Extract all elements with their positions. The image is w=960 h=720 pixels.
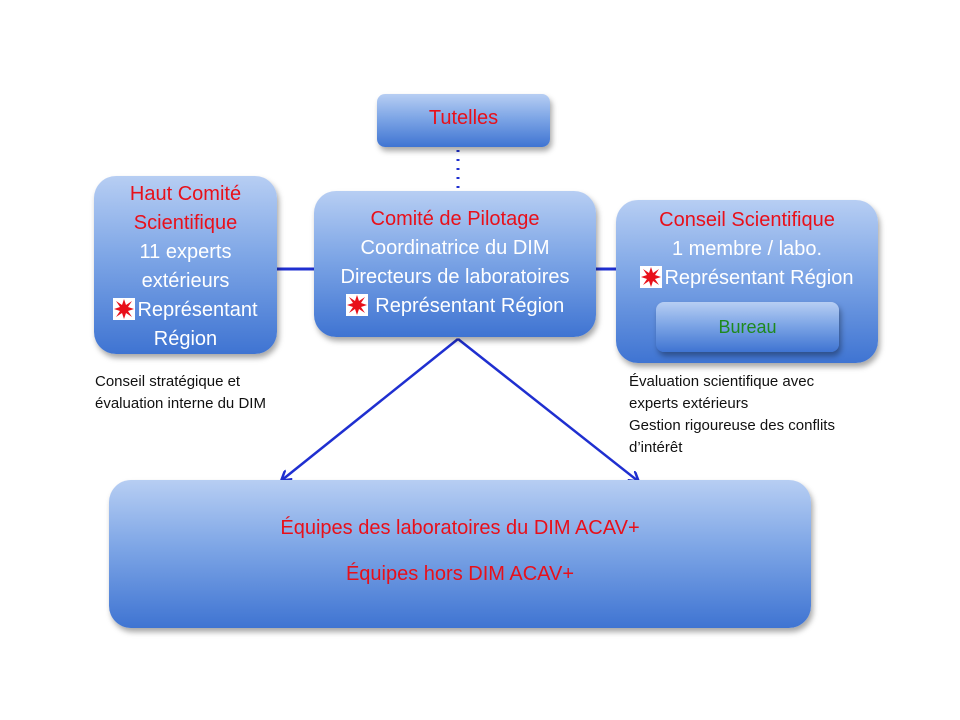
hcs-line5: Représentant (94, 296, 277, 325)
copil-title: Comité de Pilotage (370, 208, 540, 230)
copil-line4: Représentant Région (314, 292, 596, 321)
red-star-icon (345, 294, 368, 316)
bureau-box: Bureau (656, 302, 839, 352)
note-right-line2: experts extérieurs (629, 395, 749, 412)
note-left: Conseil stratégique et évaluation intern… (95, 371, 266, 415)
cs-region-label: Représentant Région (664, 267, 854, 289)
note-right-line1: Évaluation scientifique avec (629, 373, 815, 390)
tutelles-label: Tutelles (428, 107, 499, 129)
cs-line2: 1 membre / labo. (671, 238, 823, 260)
note-right-line4: d’intérêt (629, 439, 683, 456)
copil-box: Comité de Pilotage Coordinatrice du DIM … (314, 191, 596, 337)
red-star-icon (640, 266, 663, 288)
cs-title: Conseil Scientifique (659, 209, 835, 231)
hcs-line6: Région (153, 328, 218, 350)
arrow-right (457, 338, 638, 481)
arrow-left (282, 338, 459, 480)
cs-line3: Représentant Région (616, 264, 878, 293)
note-right-line3: Gestion rigoureuse des conflits (629, 417, 835, 434)
equipes-line1: Équipes des laboratoires du DIM ACAV+ (280, 517, 640, 539)
copil-region-label: Représentant Région (375, 295, 565, 317)
note-left-line1: Conseil stratégique et (95, 373, 241, 390)
equipes-box: Équipes des laboratoires du DIM ACAV+ Éq… (109, 480, 811, 628)
note-left-line2: évaluation interne du DIM (95, 395, 266, 412)
tutelles-box: Tutelles (377, 94, 550, 147)
hcs-title-line1: Haut Comité (129, 183, 242, 205)
equipes-line2: Équipes hors DIM ACAV+ (345, 563, 575, 585)
note-right: Évaluation scientifique avec experts ext… (629, 371, 835, 459)
copil-line3: Directeurs de laboratoires (340, 266, 570, 288)
hcs-box: Haut Comité Scientifique 11 experts exté… (94, 176, 277, 354)
hcs-region-label: Représentant (137, 299, 258, 321)
hcs-line3: 11 experts (139, 241, 232, 263)
hcs-title-line2: Scientifique (133, 212, 238, 234)
copil-line2: Coordinatrice du DIM (360, 237, 550, 259)
bureau-label: Bureau (718, 317, 777, 337)
red-star-icon (113, 298, 136, 320)
hcs-line4: extérieurs (141, 270, 230, 292)
